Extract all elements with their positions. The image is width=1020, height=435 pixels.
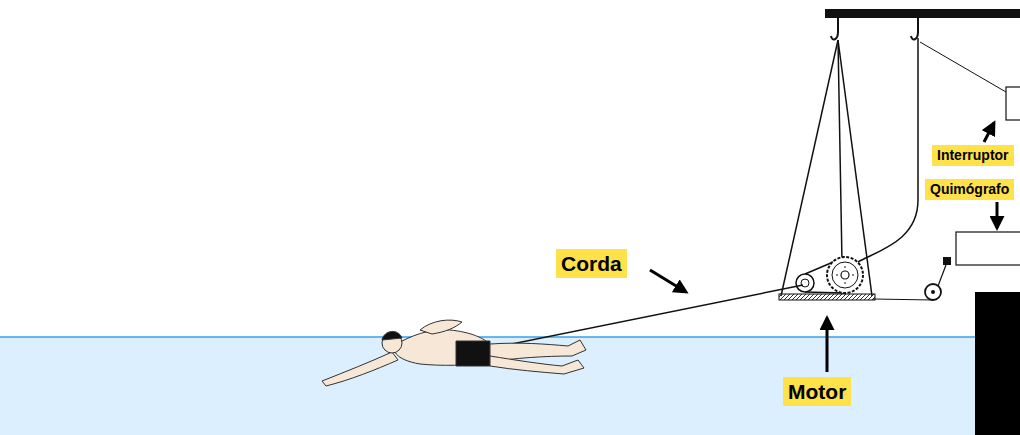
thread	[873, 299, 933, 300]
motor-gears	[796, 257, 863, 293]
callout-label: Motor	[783, 377, 851, 406]
label-text: Interruptor	[937, 147, 1009, 164]
ceiling-beam	[825, 9, 1020, 18]
pen	[943, 257, 951, 265]
hooks	[831, 18, 918, 39]
swimmer	[322, 320, 586, 386]
kymograph-drum	[956, 232, 1020, 265]
switch-box	[1006, 87, 1020, 120]
callout-label: Corda	[556, 249, 627, 278]
label-text: Motor	[788, 379, 846, 404]
callout-label: Quimógrafo	[925, 179, 1014, 200]
pen-arm	[938, 265, 946, 286]
water-surface	[0, 336, 980, 338]
pool-wall	[975, 292, 1020, 435]
motor-frame	[781, 40, 872, 296]
cable	[858, 38, 918, 262]
water	[0, 337, 980, 435]
callout-label: Interruptor	[932, 145, 1014, 166]
roller	[925, 284, 941, 300]
switch-wire	[920, 42, 1006, 92]
label-text: Quimógrafo	[930, 181, 1009, 198]
motor-platform	[779, 294, 875, 300]
rope	[482, 285, 803, 350]
label-text: Corda	[561, 251, 622, 276]
